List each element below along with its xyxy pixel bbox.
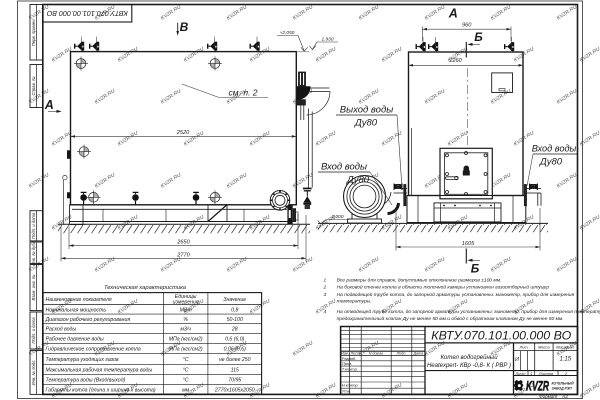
svg-text:1.930: 1.930 <box>321 36 333 42</box>
svg-text:Ду80: Ду80 <box>346 175 370 186</box>
svg-text:Габариты котла (длина х ширина: Габариты котла (длина х ширина х высота) <box>46 387 156 393</box>
svg-text:Подп.: Подп. <box>397 352 407 356</box>
svg-text:Выход воды: Выход воды <box>340 105 393 116</box>
svg-text:Масса: Масса <box>538 345 550 350</box>
svg-text:На отводящей трубе котла, до з: На отводящей трубе котла, до запорной ар… <box>337 308 600 315</box>
svg-text:Б: Б <box>474 30 483 44</box>
svg-text:Взам. инв. №: Взам. инв. № <box>31 274 36 300</box>
svg-text:Н.контр.: Н.контр. <box>342 383 359 388</box>
svg-text:2: 2 <box>564 371 568 376</box>
svg-text:Расход воды: Расход воды <box>46 327 77 333</box>
svg-text:1: 1 <box>324 277 327 283</box>
svg-text:Подп. и дата: Подп. и дата <box>31 212 36 239</box>
svg-text:Номинальная мощность: Номинальная мощность <box>46 307 107 313</box>
svg-text:Дата: Дата <box>413 352 424 356</box>
svg-text:Техническая характеристика: Техническая характеристика <box>104 285 187 291</box>
svg-text:Формат: Формат <box>539 394 557 399</box>
svg-text:А: А <box>44 98 54 112</box>
svg-text:50-100: 50-100 <box>227 317 243 323</box>
svg-text:960: 960 <box>462 23 472 29</box>
svg-text:Значение: Значение <box>223 297 246 303</box>
svg-text:Наименование показателя: Наименование показателя <box>46 297 112 303</box>
svg-text:не более 250: не более 250 <box>219 357 251 363</box>
svg-text:Подп. и дата: Подп. и дата <box>31 317 36 344</box>
svg-text:Лист: Лист <box>514 371 526 376</box>
svg-text:И: И <box>515 357 519 363</box>
svg-text:2650: 2650 <box>176 240 190 246</box>
svg-text:А3: А3 <box>561 394 568 399</box>
svg-text:Все размеры для справок, допус: Все размеры для справок, допустимые откл… <box>337 277 502 283</box>
svg-text:Утв.: Утв. <box>342 389 351 394</box>
svg-text:Разраб.: Разраб. <box>342 356 356 361</box>
svg-text:КВТУ.070.101.00.000 ВО: КВТУ.070.101.00.000 ВО <box>46 9 127 18</box>
svg-text:115: 115 <box>231 368 239 374</box>
svg-text:Гидравлическое сопротивление к: Гидравлическое сопротивление котла <box>46 347 141 353</box>
svg-text:В: В <box>180 20 189 34</box>
svg-text:%: % <box>183 317 188 323</box>
svg-text:Перв. примен.: Перв. примен. <box>31 18 36 46</box>
svg-text:температуры.: температуры. <box>337 300 372 305</box>
svg-text:Т.контр.: Т.контр. <box>342 366 358 371</box>
svg-text:Температура уходящих газов: Температура уходящих газов <box>46 357 119 363</box>
svg-text:предохранительный клапан Ду не: предохранительный клапан Ду не менее 50 … <box>337 315 564 322</box>
svg-text:На подводящей трубе котла, д: На подводящей трубе котла, до запорной а… <box>337 291 575 298</box>
svg-text:°С: °С <box>183 368 189 374</box>
svg-text:А: А <box>448 7 458 21</box>
svg-text:70/95: 70/95 <box>228 378 241 384</box>
svg-text:°С: °С <box>183 357 189 363</box>
svg-text:Лист: Лист <box>350 352 361 356</box>
svg-text:28: 28 <box>231 327 238 333</box>
svg-text:Инв. № дубл.: Инв. № дубл. <box>31 240 36 266</box>
svg-text:ЗАВОД РЭП: ЗАВОД РЭП <box>552 387 573 391</box>
svg-text:Единицы: Единицы <box>175 294 197 300</box>
svg-text:Лит.: Лит. <box>519 345 529 350</box>
svg-text:Вход воды: Вход воды <box>321 162 367 173</box>
svg-text:2770х1605х2050: 2770х1605х2050 <box>214 387 255 393</box>
svg-text:На боковой стенке котла в обла: На боковой стенке котла в области топочн… <box>337 284 550 291</box>
svg-text:+2.050: +2.050 <box>280 30 295 36</box>
svg-text:2520: 2520 <box>176 130 190 136</box>
svg-text:КВТУ.070.101.00.000 ВО: КВТУ.070.101.00.000 ВО <box>431 331 571 343</box>
svg-text:м3/ч: м3/ч <box>180 327 191 333</box>
svg-text:Вход воды: Вход воды <box>532 144 577 154</box>
svg-text:N докум.: N докум. <box>369 352 384 356</box>
svg-text:измерения: измерения <box>173 299 199 305</box>
svg-text:1: 1 <box>530 371 532 376</box>
svg-text:Диапазон рабочего регулировани: Диапазон рабочего регулирования <box>45 317 131 323</box>
svg-text:КОТЕЛЬНЫЙ: КОТЕЛЬНЫЙ <box>552 382 575 386</box>
svg-text:Пров.: Пров. <box>342 361 353 366</box>
svg-text:МПа (кгс/см2): МПа (кгс/см2) <box>169 337 203 343</box>
svg-text:Максимальная рабочая температу: Максимальная рабочая температура воды <box>46 368 153 374</box>
svg-text:МВт: МВт <box>180 307 193 313</box>
svg-text:Листов: Листов <box>538 371 553 376</box>
svg-text:0,6 (6,0): 0,6 (6,0) <box>225 337 245 343</box>
svg-text:Котел водогрейный: Котел водогрейный <box>440 354 498 361</box>
svg-text:0,06 (0,6): 0,06 (0,6) <box>224 347 246 353</box>
svg-text:Ду80: Ду80 <box>354 118 378 129</box>
svg-text:Ду80: Ду80 <box>539 157 563 168</box>
svg-text:Справ. №: Справ. № <box>31 76 36 95</box>
svg-text:KVZR: KVZR <box>526 379 549 394</box>
svg-text:2: 2 <box>323 285 327 291</box>
svg-text:Б: Б <box>471 262 480 276</box>
svg-text:Рабочее давление воды: Рабочее давление воды <box>46 337 104 343</box>
svg-text:1605: 1605 <box>462 241 475 247</box>
svg-text:Инв. № подл.: Инв. № подл. <box>31 359 36 385</box>
svg-text:3: 3 <box>324 292 327 298</box>
svg-text:°С: °С <box>183 378 189 384</box>
svg-text:0.000: 0.000 <box>331 214 343 220</box>
svg-text:Температура воды (Вход/выход): Температура воды (Вход/выход) <box>46 378 126 384</box>
svg-text:2770: 2770 <box>176 252 190 258</box>
svg-text:мм: мм <box>182 387 190 393</box>
svg-text:1:15: 1:15 <box>559 357 571 363</box>
svg-text:Масштаб: Масштаб <box>556 345 575 350</box>
svg-text:Heatexpert- КВр -0,8- К ( РВР: Heatexpert- КВр -0,8- К ( РВР ) <box>427 363 511 369</box>
svg-text:МПа (кгс/см2): МПа (кгс/см2) <box>169 347 203 353</box>
svg-text:Изм.: Изм. <box>341 352 349 356</box>
svg-text:0,8: 0,8 <box>231 307 238 313</box>
svg-text:4: 4 <box>324 309 327 315</box>
svg-text:см. п. 2: см. п. 2 <box>229 87 258 97</box>
svg-text:1260: 1260 <box>449 58 462 64</box>
